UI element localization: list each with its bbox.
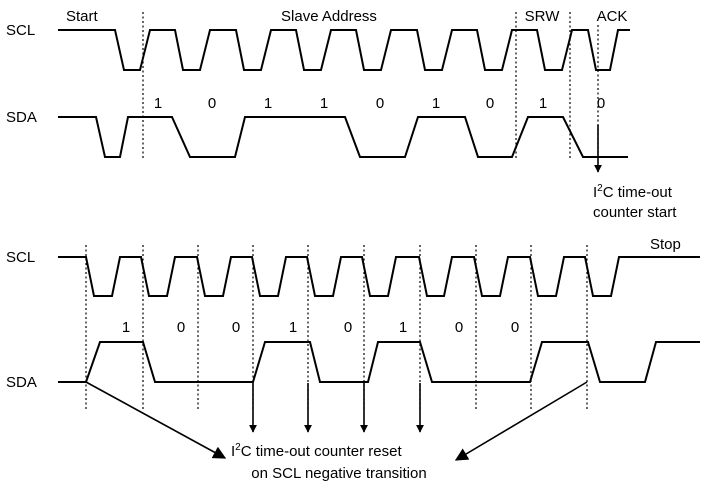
timeout-start-note-line2: counter start: [593, 204, 677, 221]
top-bit: 0: [208, 95, 216, 112]
top-bit: 1: [539, 95, 547, 112]
top-sda-waveform: [58, 116, 628, 158]
bottom-bit: 1: [122, 319, 130, 336]
phase-start-label: Start: [66, 8, 99, 25]
top-bit: 0: [597, 95, 605, 112]
timeout-reset-note-line1: I2C time-out counter reset: [231, 442, 402, 460]
phase-ack-label: ACK: [597, 8, 628, 25]
top-bit: 0: [376, 95, 384, 112]
top-bit: 1: [320, 95, 328, 112]
bottom-bit: 0: [232, 319, 240, 336]
top-bit: 1: [154, 95, 162, 112]
phase-srw-label: SRW: [525, 8, 561, 25]
top-bit: 0: [486, 95, 494, 112]
reset-arrow-diagonal-left: [85, 381, 227, 459]
bottom-bit: 0: [511, 319, 519, 336]
bottom-timing-section: SCL SDA Stop 1 0 0 1 0 1 0 0 I2: [6, 236, 700, 482]
timeout-reset-note-line2: on SCL negative transition: [251, 465, 426, 482]
top-sda-label: SDA: [6, 109, 37, 126]
top-bit: 1: [432, 95, 440, 112]
timeout-start-note-line1: I2C time-out: [593, 183, 673, 201]
bottom-scl-waveform: [58, 256, 700, 297]
bottom-scl-label: SCL: [6, 249, 35, 266]
bottom-bit: 0: [455, 319, 463, 336]
bottom-sda-label: SDA: [6, 374, 37, 391]
top-timing-section: SCL SDA Start Slave Address SRW ACK 1 0 …: [6, 8, 677, 221]
top-scl-waveform: [58, 29, 630, 71]
bottom-bit: 0: [177, 319, 185, 336]
reset-arrow-diagonal-right: [454, 381, 588, 461]
top-scl-label: SCL: [6, 22, 35, 39]
bottom-bit: 0: [344, 319, 352, 336]
phase-slave-address-label: Slave Address: [281, 8, 377, 25]
bottom-sda-waveform: [58, 341, 700, 383]
phase-stop-label: Stop: [650, 236, 681, 253]
top-bit: 1: [264, 95, 272, 112]
bottom-bit: 1: [289, 319, 297, 336]
bottom-bit: 1: [399, 319, 407, 336]
